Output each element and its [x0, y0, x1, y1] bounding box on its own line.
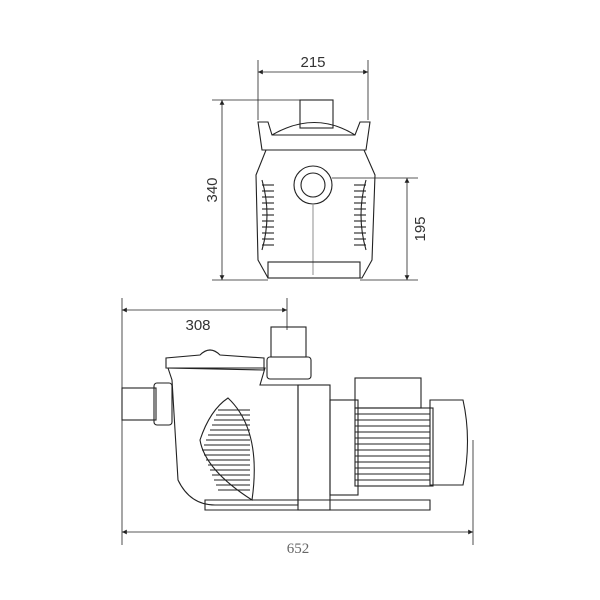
- dimension-height: 340: [204, 99, 300, 281]
- width-label: 215: [300, 54, 325, 71]
- pump-housing: [167, 367, 299, 506]
- port-height-label: 195: [412, 216, 429, 241]
- overall-length-label: 652: [287, 541, 310, 557]
- outlet-union: [266, 356, 312, 380]
- height-label: 340: [204, 177, 221, 202]
- outlet-pipe: [270, 326, 307, 358]
- front-view: [255, 99, 376, 279]
- side-view: [121, 326, 469, 511]
- dimension-width: 215: [257, 54, 369, 120]
- dimension-suction-length: 308: [121, 298, 288, 545]
- dimension-overall-length: 652: [122, 440, 474, 557]
- dimension-port-height: 195: [332, 177, 429, 281]
- pump-flange: [297, 384, 331, 511]
- base: [204, 499, 431, 511]
- motor-vent: [199, 397, 255, 501]
- fan-cover: [429, 399, 469, 486]
- inlet-union: [153, 382, 173, 426]
- terminal-box: [354, 377, 422, 409]
- suction-length-label: 308: [185, 317, 210, 334]
- strainer-lid: [165, 349, 265, 371]
- motor-body: [354, 407, 434, 487]
- inlet-pipe: [121, 387, 157, 421]
